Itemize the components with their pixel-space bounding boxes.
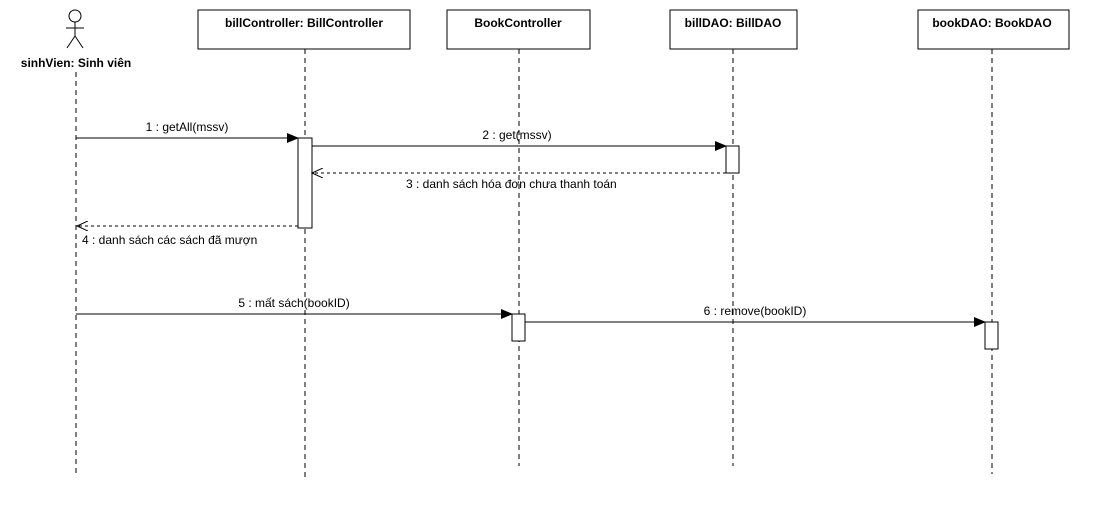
activation-bookcontroller	[511, 313, 526, 342]
object-bookdao: bookDAO: BookDAO	[917, 9, 1070, 50]
message-1: 1 : getAll(mssv)	[76, 120, 299, 143]
message-6: 6 : remove(bookID)	[525, 304, 986, 327]
object-label-bookdao: bookDAO: BookDAO	[932, 16, 1051, 30]
message-2: 2 : get(mssv)	[312, 128, 727, 151]
message-label-3: 3 : danh sách hóa đơn chưa thanh toán	[406, 177, 617, 191]
message-4: 4 : danh sách các sách đã mượn	[77, 226, 298, 247]
object-bookcontroller: BookController	[446, 9, 591, 50]
object-label-billdao: billDAO: BillDAO	[685, 16, 782, 30]
message-label-1: 1 : getAll(mssv)	[146, 120, 229, 134]
message-3: 3 : danh sách hóa đơn chưa thanh toán	[312, 173, 726, 191]
message-label-5: 5 : mất sách(bookID)	[238, 296, 349, 310]
activation-bookdao	[984, 321, 999, 350]
object-billdao: billDAO: BillDAO	[669, 9, 798, 50]
object-label-bookcontroller: BookController	[474, 16, 562, 30]
object-billcontroller: billController: BillController	[197, 9, 411, 50]
object-label-billcontroller: billController: BillController	[225, 16, 383, 30]
message-label-4: 4 : danh sách các sách đã mượn	[82, 233, 257, 247]
message-label-2: 2 : get(mssv)	[482, 128, 551, 142]
message-5: 5 : mất sách(bookID)	[76, 296, 513, 319]
activation-billdao	[725, 145, 740, 174]
actor-sinhvien: sinhVien: Sinh viên	[21, 9, 131, 70]
message-label-6: 6 : remove(bookID)	[704, 304, 807, 318]
actor-label: sinhVien: Sinh viên	[21, 56, 131, 70]
activation-billcontroller	[297, 137, 313, 229]
stick-figure-icon	[66, 9, 84, 49]
